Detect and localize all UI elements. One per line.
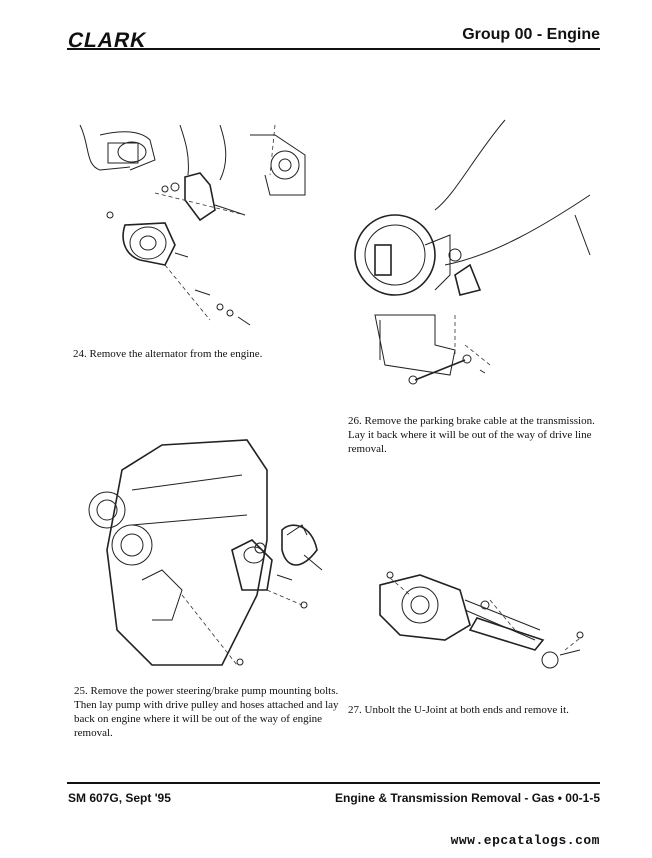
parking-brake-illustration bbox=[354, 119, 591, 385]
step-24-caption: 24. Remove the alternator from the engin… bbox=[73, 348, 263, 360]
website-link[interactable]: www.epcatalogs.com bbox=[450, 833, 600, 848]
step-26-caption: 26. Remove the parking brake cable at th… bbox=[348, 415, 595, 455]
alternator-illustration bbox=[79, 124, 306, 326]
manual-reference: SM 607G, Sept '95 bbox=[68, 791, 171, 805]
footer-rule bbox=[67, 782, 600, 784]
step-25-caption: 25. Remove the power steering/brake pump… bbox=[74, 685, 339, 739]
section-page-number: Engine & Transmission Removal - Gas • 00… bbox=[335, 791, 600, 805]
step-27-caption: 27. Unbolt the U-Joint at both ends and … bbox=[348, 704, 569, 716]
header-rule bbox=[67, 48, 600, 50]
u-joint-illustration bbox=[379, 571, 584, 669]
power-steering-pump-illustration bbox=[88, 439, 323, 666]
group-title: Group 00 - Engine bbox=[462, 26, 600, 43]
